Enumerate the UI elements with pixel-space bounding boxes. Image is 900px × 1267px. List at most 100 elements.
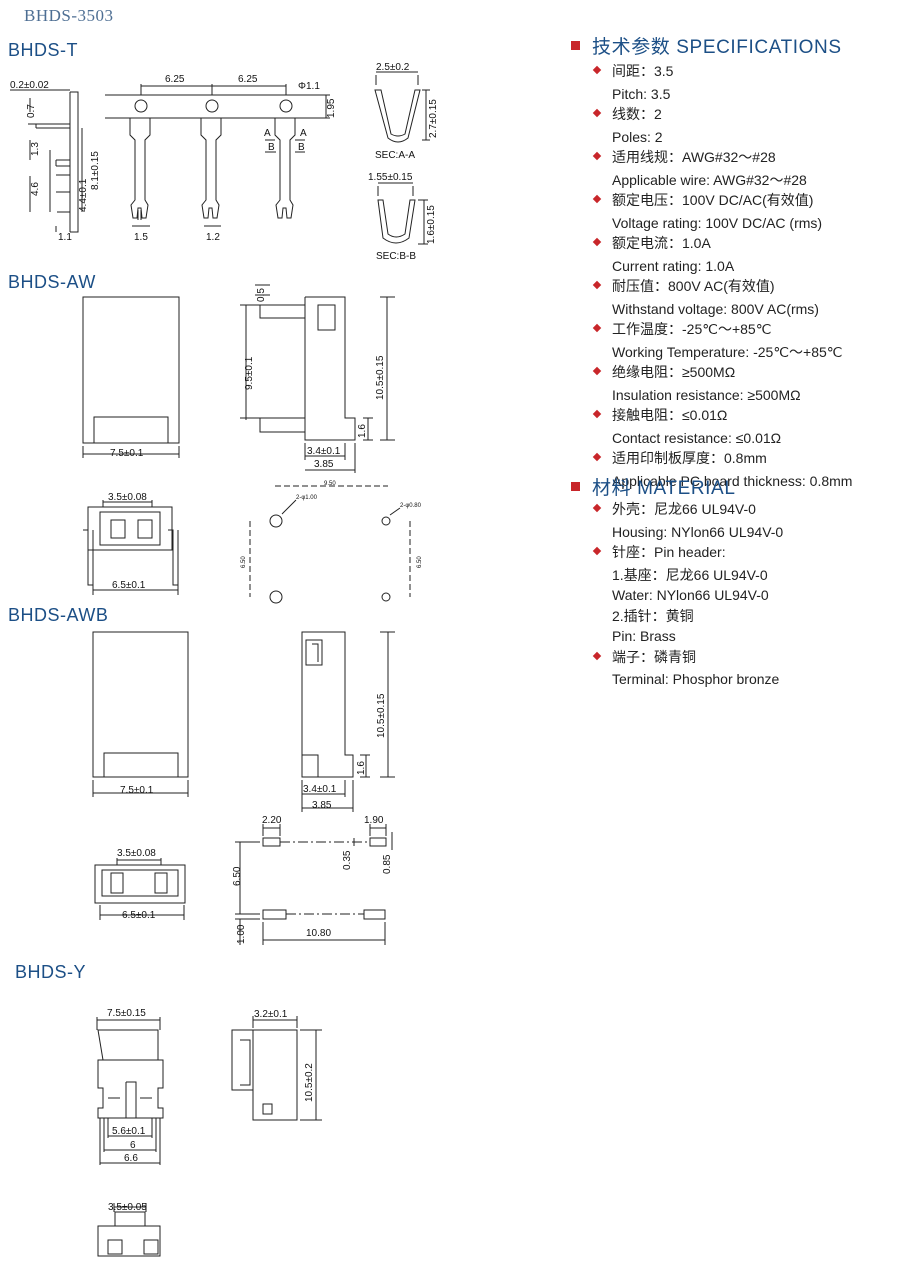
dim-t-4.6: 4.6 [30, 182, 41, 196]
spec-en-line: Current rating: 1.0A [612, 257, 735, 274]
label-a-left: A [264, 128, 271, 139]
dim-y-3.5: 3.5±0.05 [108, 1202, 147, 1213]
spec-cn-line: 接触电阻：≤0.01Ω [612, 405, 892, 428]
diamond-bullet-icon [592, 452, 602, 462]
dim-y-10.5: 10.5±0.2 [304, 1063, 315, 1102]
spec-cn-value: 800V AC(有效值) [668, 278, 775, 294]
dim-y-3.2: 3.2±0.1 [254, 1009, 288, 1020]
dim-t-phi: Φ1.1 [298, 81, 320, 92]
section-title-bhds-y: BHDS-Y [15, 962, 87, 982]
y-drawing: 7.5±0.15 3.2±0.1 10.5±0.2 5.6±0.1 6 6.6 … [96, 1008, 322, 1257]
material-cn-label: 针座： [612, 546, 654, 561]
material-line: 1.基座：尼龙66 UL94V-0 [612, 566, 768, 583]
label-a-right: A [300, 128, 307, 139]
diamond-bullet-icon [592, 280, 602, 290]
dim-t-0.7: 0.7 [26, 104, 37, 118]
dim-t-2.7: 2.7±0.15 [428, 99, 439, 138]
dim-t-0.2: 0.2±0.02 [10, 80, 49, 91]
material-line: Terminal: Phosphor bronze [612, 671, 780, 687]
dim-aw-w: 7.5±0.1 [110, 448, 144, 459]
dim-aw-1.6: 1.6 [357, 424, 368, 438]
dim-aw-9.5: 9.5±0.1 [244, 356, 255, 390]
diamond-bullet-icon [592, 194, 602, 204]
dim-t-1.5: 1.5 [134, 232, 148, 243]
diamond-bullet-icon [592, 151, 602, 161]
material-cn-label: 外壳： [612, 503, 654, 518]
dim-aw-0.5: 0.5 [256, 288, 267, 302]
dim-t-1.55: 1.55±0.15 [368, 172, 413, 183]
spec-cn-line: 线数：2 [612, 104, 892, 127]
dim-aw-6.5: 6.5±0.1 [112, 580, 146, 591]
dim-t-6.25a: 6.25 [165, 74, 185, 85]
material-heading-text: 材料 MATERIAL [592, 478, 736, 499]
spec-cn-value: 1.0A [682, 235, 711, 251]
material-cn-line: 外壳：尼龙66 UL94V-0 [612, 499, 892, 522]
specifications-heading: 技术参数 SPECIFICATIONS [571, 32, 842, 59]
material-cn-line: 针座：Pin header: [612, 542, 892, 565]
diamond-bullet-icon [592, 366, 602, 376]
dim-aw-10.5: 10.5±0.15 [375, 355, 386, 400]
material-cn-value: 磷青铜 [654, 648, 696, 665]
dim-awb-0.35: 0.35 [342, 850, 353, 870]
diamond-bullet-icon [592, 65, 602, 75]
spec-item: 额定电压：100V DC/AC(有效值)Voltage rating: 100V… [592, 190, 892, 233]
spec-cn-line: 额定电流：1.0A [612, 233, 892, 256]
spec-en-line: Insulation resistance: ≥500MΩ [612, 386, 801, 403]
spec-en-line: Pitch: 3.5 [612, 85, 671, 102]
section-title-bhds-t: BHDS-T [8, 40, 78, 60]
section-title-bhds-awb: BHDS-AWB [8, 605, 109, 625]
dim-t-1.95: 1.95 [326, 98, 337, 118]
spec-cn-label: 额定电压： [612, 194, 682, 209]
spec-cn-label: 额定电流： [612, 237, 682, 252]
material-cn-line: 端子：磷青铜 [612, 647, 892, 670]
dim-awb-1.90: 1.90 [364, 815, 384, 826]
label-b-left: B [268, 142, 275, 153]
dim-t-1.3: 1.3 [30, 142, 41, 156]
dim-aw-9.50: 9.50 [324, 481, 336, 487]
dim-aw-6.50a: 6.50 [241, 556, 247, 568]
spec-cn-line: 耐压值：800V AC(有效值) [612, 276, 892, 299]
spec-en-line: Poles: 2 [612, 128, 663, 145]
heading-bullet-icon [571, 41, 580, 50]
spec-cn-value: AWG#32～#28 [682, 149, 776, 165]
dim-aw-6.50b: 6.50 [417, 556, 423, 568]
spec-cn-line: 额定电压：100V DC/AC(有效值) [612, 190, 892, 213]
dim-aw-3.4: 3.4±0.1 [307, 446, 341, 457]
material-heading: 材料 MATERIAL [571, 473, 736, 500]
awb-drawing: 7.5±0.1 10.5±0.15 1.6 3.4±0.1 3.85 3.5±0… [92, 631, 395, 945]
diamond-bullet-icon [592, 237, 602, 247]
dim-t-1.2: 1.2 [206, 232, 220, 243]
spec-cn-value: 0.8mm [724, 450, 767, 466]
spec-cn-value: ≤0.01Ω [682, 407, 728, 423]
dim-aw-3.5: 3.5±0.08 [108, 492, 147, 503]
spec-cn-value: 2 [654, 106, 662, 122]
diamond-bullet-icon [592, 409, 602, 419]
spec-cn-line: 工作温度：-25℃～+85℃ [612, 319, 892, 342]
diamond-bullet-icon [592, 546, 602, 556]
spec-en-line: Voltage rating: 100V DC/AC (rms) [612, 214, 823, 231]
dim-awb-1.6: 1.6 [356, 761, 367, 775]
diamond-bullet-icon [592, 503, 602, 513]
page-id: BHDS-3503 [24, 6, 114, 25]
spec-en-line: Applicable PC board thickness: 0.8mm [612, 472, 853, 489]
dim-awb-w: 7.5±0.1 [120, 785, 154, 796]
specifications-heading-text: 技术参数 SPECIFICATIONS [592, 37, 842, 58]
spec-cn-line: 间距：3.5 [612, 61, 892, 84]
spec-en-line: Withstand voltage: 800V AC(rms) [612, 300, 819, 317]
material-line: Housing: NYlon66 UL94V-0 [612, 523, 784, 540]
dim-awb-6.5: 6.5±0.1 [122, 910, 156, 921]
dim-aw-3.85: 3.85 [314, 459, 334, 470]
spec-cn-value: 100V DC/AC(有效值) [682, 192, 814, 208]
dim-y-7.5: 7.5±0.15 [107, 1008, 146, 1019]
dim-t-1.6: 1.6±0.15 [426, 205, 437, 244]
spec-en-line: Working Temperature: -25℃～+85℃ [612, 343, 843, 360]
